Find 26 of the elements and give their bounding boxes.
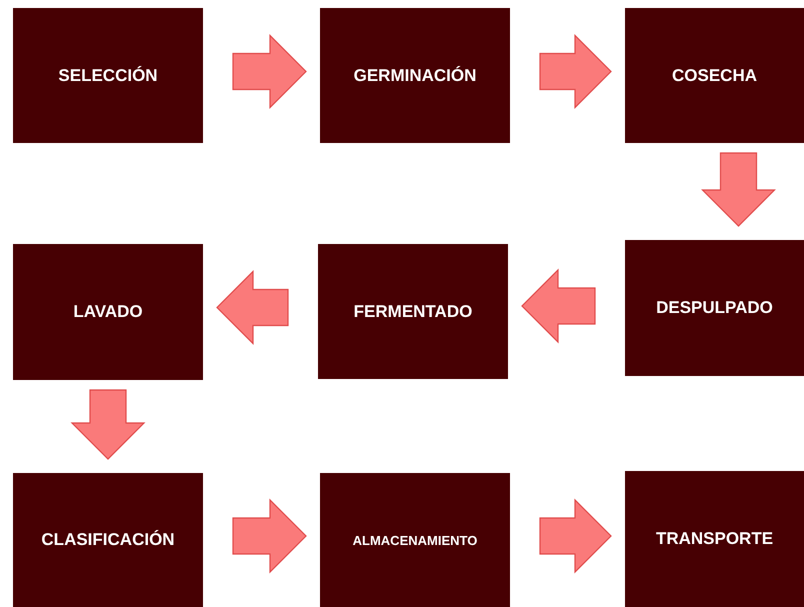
process-box xyxy=(625,471,804,607)
block-arrow xyxy=(521,268,596,344)
process-box xyxy=(13,244,203,380)
step-label: CLASIFICACIÓN xyxy=(41,530,175,550)
process-box xyxy=(320,473,510,607)
step-label: ALMACENAMIENTO xyxy=(352,532,478,548)
block-arrow xyxy=(701,152,776,227)
process-box xyxy=(625,240,804,376)
block-arrow xyxy=(539,498,612,574)
step-label: TRANSPORTE xyxy=(656,529,774,549)
block-arrow xyxy=(539,34,612,109)
block-arrow xyxy=(232,498,307,574)
process-box xyxy=(318,244,508,379)
step-label: COSECHA xyxy=(672,66,757,86)
block-arrow xyxy=(216,270,289,345)
process-box xyxy=(13,8,203,143)
step-label: SELECCIÓN xyxy=(58,66,158,86)
step-label: GERMINACIÓN xyxy=(354,66,476,86)
process-box xyxy=(625,8,804,143)
step-label: DESPULPADO xyxy=(656,298,773,318)
step-label: LAVADO xyxy=(73,302,143,322)
block-arrow xyxy=(232,34,307,109)
process-box xyxy=(320,8,510,143)
step-label: FERMENTADO xyxy=(354,302,472,322)
process-box xyxy=(13,473,203,607)
block-arrow xyxy=(70,389,146,460)
